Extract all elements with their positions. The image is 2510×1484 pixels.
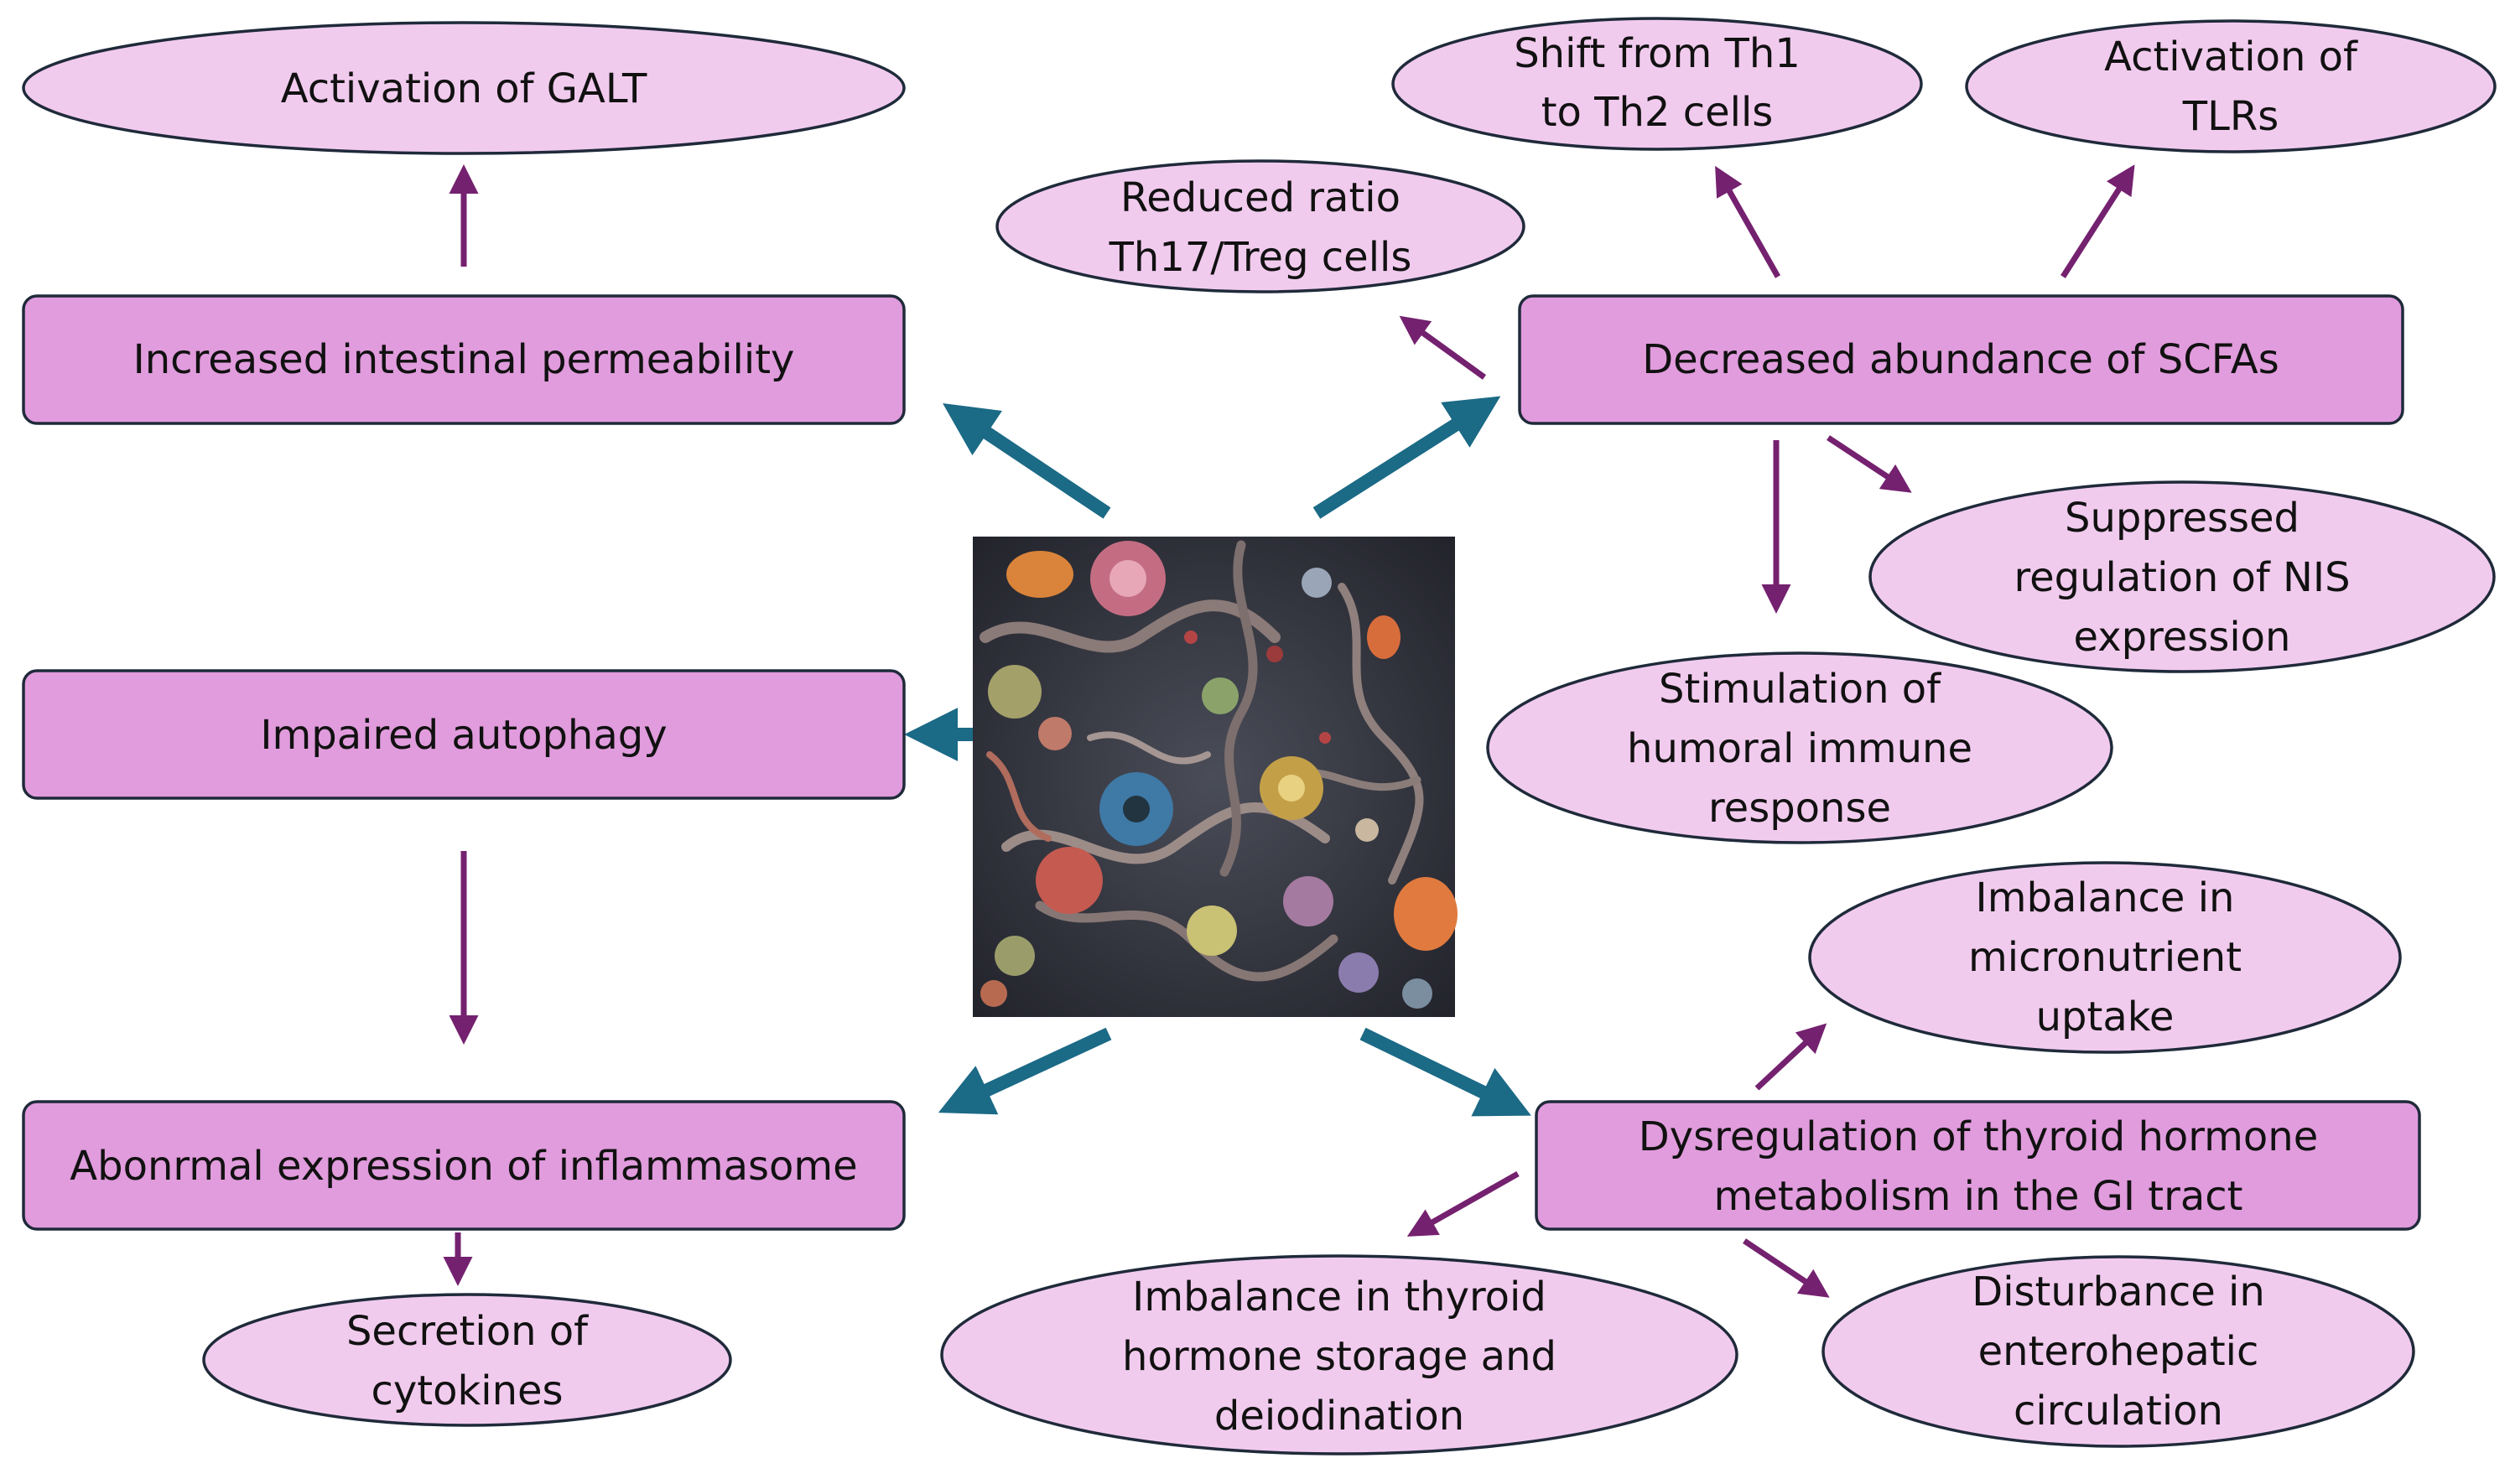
node-label-line-3: uptake: [2036, 994, 2175, 1040]
node-label-line-3: deiodination: [1214, 1393, 1464, 1440]
node-disturbance-enterohepatic: Disturbance in enterohepatic circulation: [1821, 1255, 2415, 1448]
node-label: Decreased abundance of SCFAs: [1642, 336, 2279, 383]
node-increased-permeability: Increased intestinal permeability: [22, 294, 906, 425]
arrow-to-permeability: [943, 402, 1111, 519]
node-label-line-2: to Th2 cells: [1541, 89, 1774, 136]
node-label-line-1: Reduced ratio: [1120, 174, 1401, 221]
node-label: Abonrmal expression of inflammasome: [70, 1143, 857, 1190]
purple-arrows: [443, 164, 2135, 1298]
node-dysregulation-thyroid: Dysregulation of thyroid hormone metabol…: [1535, 1100, 2421, 1231]
node-label-line-3: circulation: [2014, 1388, 2223, 1435]
arrow-to-nis: [1827, 435, 1912, 493]
node-label: Impaired autophagy: [260, 712, 667, 759]
node-abnormal-inflammasome: Abonrmal expression of inflammasome: [22, 1100, 906, 1231]
node-label-line-1: Imbalance in thyroid: [1132, 1274, 1546, 1321]
node-impaired-autophagy: Impaired autophagy: [22, 669, 906, 800]
node-label-line-3: expression: [2074, 614, 2291, 661]
node-label-line-1: Suppressed: [2065, 495, 2300, 542]
arrow-to-reduced-ratio: [1399, 315, 1487, 380]
node-suppressed-nis: Suppressed regulation of NIS expression: [1868, 480, 2496, 673]
node-stimulation-humoral: Stimulation of humoral immune response: [1486, 651, 2113, 844]
node-label-line-2: humoral immune: [1627, 725, 1972, 772]
arrow-to-thyroid: [1359, 1027, 1531, 1117]
arrow-to-shift-th1-th2: [1715, 165, 1781, 278]
arrow-to-scfas: [1312, 396, 1501, 519]
microbiota-illustration: [973, 537, 1458, 1017]
node-label-line-2: hormone storage and: [1122, 1333, 1556, 1380]
teal-arrows: [904, 396, 1531, 1117]
node-label-line-2: micronutrient: [1968, 934, 2242, 981]
node-label-line-2: metabolism in the GI tract: [1714, 1173, 2243, 1220]
node-shift-th1-th2: Shift from Th1 to Th2 cells: [1391, 17, 1923, 151]
node-label: Increased intestinal permeability: [133, 336, 795, 383]
node-imbalance-micronutrient: Imbalance in micronutrient uptake: [1808, 861, 2402, 1054]
arrow-to-tlrs: [2060, 164, 2135, 278]
node-label-line-1: Shift from Th1: [1514, 30, 1801, 77]
node-secretion-cytokines: Secretion of cytokines: [202, 1293, 732, 1427]
node-imbalance-storage: Imbalance in thyroid hormone storage and…: [940, 1254, 1738, 1455]
node-label-line-2: TLRs: [2182, 93, 2279, 140]
node-activation-galt: Activation of GALT: [22, 21, 906, 155]
node-label-line-2: enterohepatic: [1978, 1328, 2259, 1375]
node-decreased-scfas: Decreased abundance of SCFAs: [1518, 294, 2404, 425]
node-activation-tlrs: Activation of TLRs: [1965, 19, 2497, 153]
node-label-line-2: Th17/Treg cells: [1109, 234, 1412, 281]
node-label-line-2: cytokines: [371, 1367, 563, 1414]
node-label-line-1: Activation of: [2104, 34, 2358, 80]
node-label: Activation of GALT: [281, 65, 647, 112]
node-label-line-1: Secretion of: [346, 1308, 589, 1355]
node-label-line-1: Disturbance in: [1972, 1269, 2265, 1315]
node-label-line-3: response: [1708, 785, 1891, 832]
node-label-line-1: Imbalance in: [1976, 874, 2235, 921]
arrow-to-storage: [1406, 1170, 1520, 1237]
arrow-to-enterohepatic: [1743, 1238, 1830, 1298]
arrow-to-micronutrient: [1754, 1023, 1827, 1091]
node-label-line-1: Stimulation of: [1659, 666, 1941, 713]
node-reduced-ratio: Reduced ratio Th17/Treg cells: [995, 159, 1525, 293]
arrow-to-inflammasome: [938, 1027, 1112, 1115]
node-label-line-2: regulation of NIS: [2014, 554, 2350, 601]
node-label-line-1: Dysregulation of thyroid hormone: [1639, 1113, 2318, 1160]
